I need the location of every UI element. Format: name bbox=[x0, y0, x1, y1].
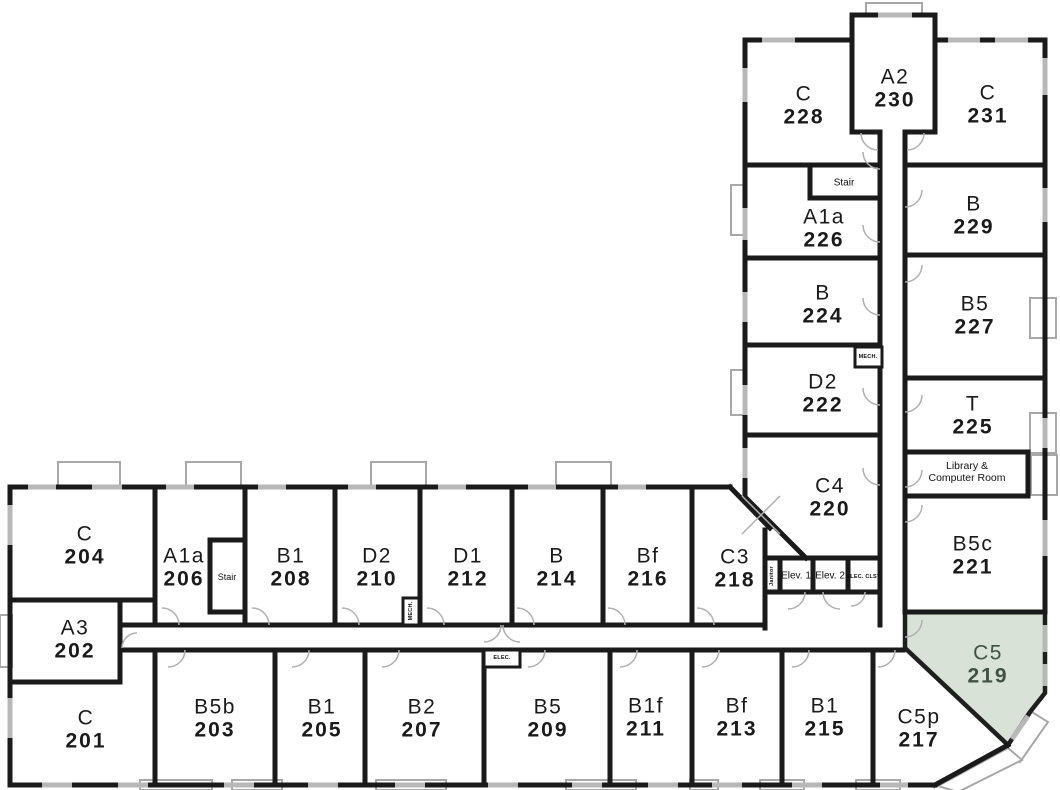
upper-wing-walls bbox=[742, 12, 1048, 615]
elevator-1-label: Elev. 1 bbox=[781, 570, 811, 582]
elec-closet bbox=[482, 648, 522, 669]
walls bbox=[7, 12, 1048, 789]
door-swings bbox=[121, 132, 925, 668]
lower-wing-walls bbox=[7, 484, 876, 788]
janitor-label: Janitor bbox=[768, 566, 775, 586]
stair-upper-label: Stair bbox=[833, 177, 855, 189]
mech-upper-label: MECH. bbox=[858, 353, 878, 360]
stair-lower-label: Stair bbox=[217, 571, 237, 582]
elevator-2-label: Elev. 2 bbox=[815, 570, 845, 582]
mech-closet-lower bbox=[401, 596, 421, 627]
elec-clst-label: ELEC. CLST. bbox=[846, 573, 882, 580]
library-label: Library & Computer Room bbox=[928, 459, 1006, 484]
elec-label: ELEC. bbox=[493, 654, 511, 661]
mech-lower-label: MECH. bbox=[407, 601, 414, 621]
windows bbox=[7, 12, 1048, 788]
mech-closet-upper bbox=[853, 345, 884, 369]
corridor-walls bbox=[117, 129, 908, 653]
utility-boxes bbox=[401, 345, 884, 669]
exterior-walls bbox=[7, 12, 1048, 789]
